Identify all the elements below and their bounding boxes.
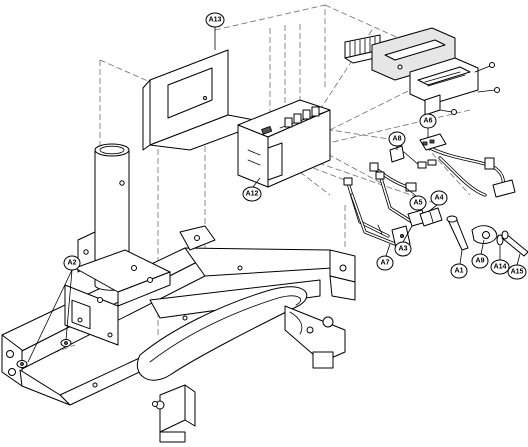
callout-a8: A8 [388, 131, 406, 147]
callout-a12: A12 [242, 186, 262, 202]
harness-a7 [343, 177, 411, 249]
tray-bracket [142, 49, 266, 151]
callout-a14: A14 [490, 259, 510, 275]
callout-label: A9 [476, 258, 485, 265]
connector-a5 [369, 162, 417, 192]
callout-label: A8 [393, 136, 402, 143]
connector-a4 [419, 207, 443, 227]
callout-label: A4 [435, 195, 444, 202]
callout-label: A6 [424, 118, 433, 125]
base-frame [1, 247, 356, 443]
callout-a3: A3 [394, 241, 412, 257]
bolt-a15 [501, 230, 528, 257]
seat-post [64, 143, 216, 346]
callout-leader-lines [27, 27, 521, 363]
top-right-parts [344, 27, 500, 116]
callout-a13: A13 [205, 12, 225, 28]
callout-a1: A1 [450, 263, 468, 279]
callout-label: A1 [455, 268, 464, 275]
controller-module [237, 99, 331, 188]
callout-label: A5 [414, 200, 423, 207]
callout-a9: A9 [471, 253, 489, 269]
callout-label: A12 [246, 191, 259, 198]
callout-a7: A7 [376, 255, 394, 271]
callout-label: A13 [209, 17, 222, 24]
bolt-a1 [446, 215, 469, 251]
cover-screws [439, 62, 500, 115]
harness-a6 [419, 133, 516, 198]
callout-a15: A15 [507, 264, 527, 280]
callout-a4: A4 [430, 190, 448, 206]
washer-a14 [496, 234, 504, 246]
clamp-a9 [471, 225, 498, 244]
callout-label: A2 [68, 260, 77, 267]
connector-a8 [389, 145, 427, 169]
callout-a5: A5 [409, 195, 427, 211]
callout-label: A7 [381, 260, 390, 267]
callout-label: A15 [511, 269, 524, 276]
callout-label: A3 [399, 246, 408, 253]
callout-a6: A6 [419, 113, 437, 129]
controller-connector-bank [284, 106, 320, 128]
callout-label: A14 [494, 264, 507, 271]
callout-a2: A2 [63, 255, 81, 271]
